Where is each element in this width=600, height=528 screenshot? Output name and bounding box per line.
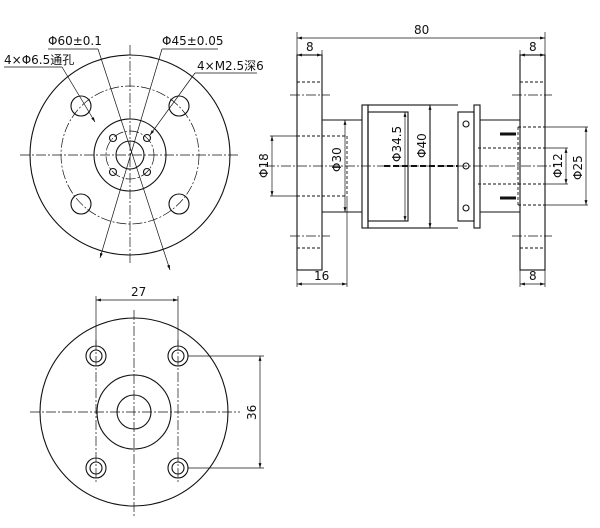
hub-dia-dim: Φ30: [330, 147, 344, 172]
outer-dia-label: Φ60±0.1: [48, 34, 102, 48]
tapped-holes: [108, 133, 152, 177]
overall-length-dim: 80: [414, 23, 429, 37]
inner-body-dim: Φ34.5: [390, 126, 404, 162]
front-view: Φ60±0.1 Φ45±0.05 4×Φ6.5通孔 4×M2.5深6: [4, 34, 264, 271]
bore-right-dim: Φ12: [551, 153, 565, 178]
through-holes: [70, 95, 190, 215]
right-bottom-dim: 8: [529, 269, 537, 283]
bore-left-dim: Φ18: [257, 153, 271, 178]
body-left-plate: [361, 104, 369, 229]
left-flange-dim: 8: [306, 40, 314, 54]
left-hub-dim: 16: [314, 269, 329, 283]
body-dia-dim: Φ40: [415, 133, 429, 158]
tapped-holes-label: 4×M2.5深6: [197, 59, 264, 73]
rear-view: 27 36: [30, 285, 264, 518]
vertical-spacing-dim: 36: [245, 405, 259, 420]
right-flange-dim: 8: [529, 40, 537, 54]
side-view: 80 8 8 16 8 Φ18 Φ30 Φ34.5 Φ40 Φ12 Φ25: [257, 23, 588, 287]
set-screws: [500, 132, 516, 200]
horizontal-spacing-dim: 27: [131, 285, 146, 299]
left-flange: [296, 54, 323, 271]
bolt-circle-label: Φ45±0.05: [162, 34, 224, 48]
right-flange: [519, 54, 546, 271]
through-holes-label: 4×Φ6.5通孔: [4, 53, 74, 67]
right-hub-dim: Φ25: [571, 155, 585, 180]
